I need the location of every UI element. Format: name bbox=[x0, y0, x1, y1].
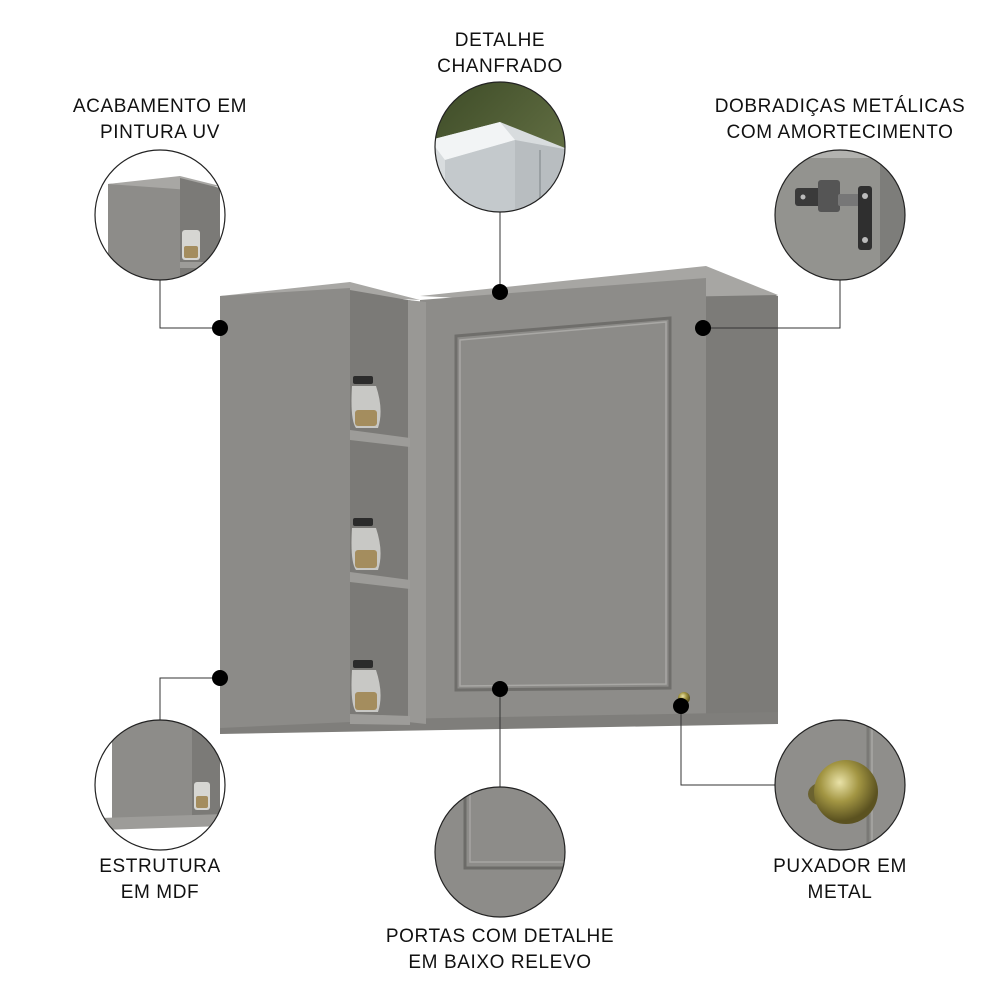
niche-inner-edge bbox=[408, 300, 426, 724]
label-line: ACABAMENTO EM bbox=[72, 96, 248, 117]
niche-shelf-3 bbox=[350, 714, 410, 725]
label-line: PUXADOR EM bbox=[773, 856, 907, 877]
label-detalhe-chanfrado: DETALHE CHANFRADO bbox=[400, 28, 600, 80]
label-line: METAL bbox=[807, 882, 873, 903]
cabinet bbox=[220, 266, 778, 734]
detail-circle-chanfrado bbox=[434, 81, 566, 213]
label-line: DETALHE bbox=[454, 30, 546, 51]
detail-circle-puxador bbox=[774, 719, 906, 851]
leader-pintura bbox=[159, 280, 220, 329]
label-line: COM AMORTECIMENTO bbox=[726, 122, 954, 143]
niche-shelf-1 bbox=[350, 430, 410, 447]
niche-shelf-2 bbox=[350, 572, 410, 589]
spice-jar-3 bbox=[351, 660, 381, 712]
dot-pintura bbox=[212, 320, 228, 336]
dot-dobradicas bbox=[695, 320, 711, 336]
dot-mdf bbox=[212, 670, 228, 686]
label-line: EM MDF bbox=[120, 882, 200, 903]
knob-icon bbox=[808, 760, 878, 824]
label-line: DOBRADIÇAS METÁLICAS bbox=[714, 96, 966, 117]
door-recessed-panel bbox=[454, 316, 672, 692]
leader-puxador bbox=[680, 706, 775, 786]
spice-jar-2 bbox=[351, 518, 381, 570]
label-estrutura-mdf: ESTRUTURA EM MDF bbox=[60, 854, 260, 906]
label-line: ESTRUTURA bbox=[99, 856, 221, 877]
door-panel-highlight bbox=[459, 321, 667, 687]
label-acabamento-pintura: ACABAMENTO EM PINTURA UV bbox=[40, 94, 280, 146]
dot-chanfrado bbox=[492, 284, 508, 300]
label-puxador-metal: PUXADOR EM METAL bbox=[740, 854, 940, 906]
leader-lines bbox=[159, 212, 841, 787]
label-line: PORTAS COM DETALHE bbox=[385, 926, 615, 947]
label-line: PINTURA UV bbox=[99, 122, 221, 143]
label-portas-baixo-relevo: PORTAS COM DETALHE EM BAIXO RELEVO bbox=[340, 924, 660, 976]
label-line: CHANFRADO bbox=[437, 56, 563, 77]
dot-portas bbox=[492, 681, 508, 697]
left-column-side bbox=[220, 288, 350, 728]
spice-jar-1 bbox=[351, 376, 381, 428]
hinge-icon bbox=[795, 180, 872, 250]
label-dobradicas-metalicas: DOBRADIÇAS METÁLICAS COM AMORTECIMENTO bbox=[690, 94, 990, 146]
detail-circle-pintura bbox=[94, 149, 226, 281]
marker-dots bbox=[212, 284, 711, 714]
detail-circle-dobradicas bbox=[774, 149, 906, 281]
detail-circle-mdf bbox=[94, 719, 226, 851]
label-line: EM BAIXO RELEVO bbox=[408, 952, 592, 973]
detail-circle-portas bbox=[434, 786, 566, 918]
dot-puxador bbox=[673, 698, 689, 714]
cabinet-right-side bbox=[706, 268, 778, 722]
cabinet-bottom bbox=[220, 712, 778, 734]
leader-dobradicas bbox=[703, 280, 841, 329]
leader-mdf bbox=[159, 677, 220, 720]
